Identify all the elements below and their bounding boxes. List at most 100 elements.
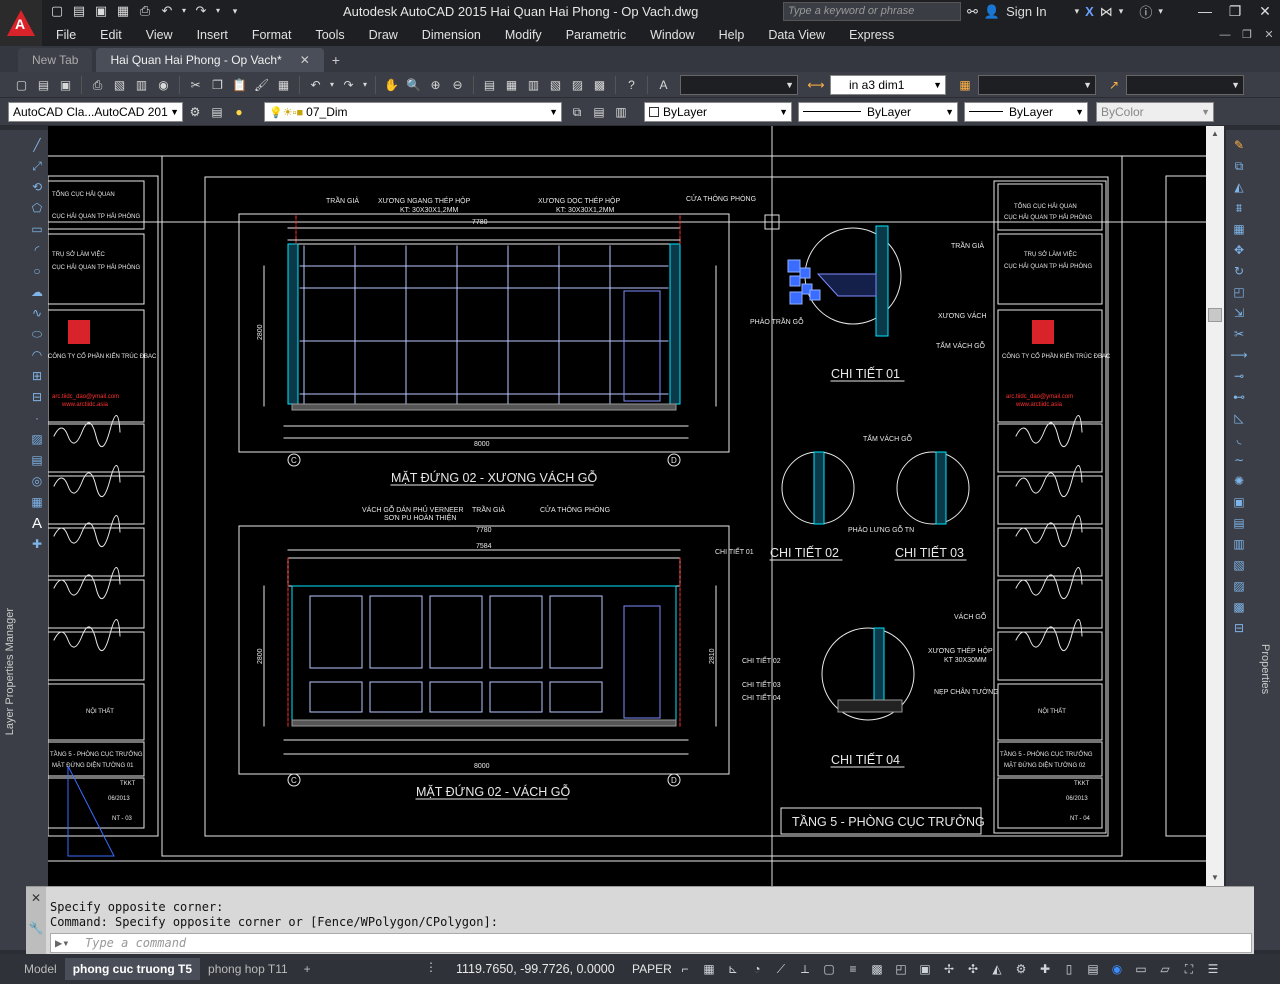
units-icon[interactable]: ▯ xyxy=(1065,962,1073,976)
align-icon[interactable]: ⊟ xyxy=(1233,621,1245,635)
workspace-switch-icon[interactable]: ⚙ xyxy=(1015,962,1027,976)
annotation-visibility-icon[interactable]: ◭ xyxy=(992,962,1002,976)
close-icon[interactable]: ✕ xyxy=(1259,3,1271,19)
ungroup-icon[interactable]: ▨ xyxy=(1233,579,1245,593)
tab-new-tab[interactable]: New Tab xyxy=(18,48,93,72)
zoom-window-icon[interactable]: ⊕ xyxy=(430,78,441,92)
match-properties-icon[interactable]: 🖌 xyxy=(253,78,270,92)
extend-icon[interactable]: ⟶ xyxy=(1230,348,1248,362)
customize-qat-icon[interactable]: ▾ xyxy=(232,6,238,16)
user-icon[interactable]: 👤 xyxy=(983,3,1001,19)
pan-icon[interactable]: ✋ xyxy=(384,78,399,92)
menu-file[interactable]: File xyxy=(56,28,77,42)
sheet-set-icon[interactable]: ▧ xyxy=(549,78,562,92)
circle-icon[interactable]: ○ xyxy=(33,264,41,278)
doc-close-icon[interactable]: ✕ xyxy=(1264,29,1274,41)
hardware-acceleration-icon[interactable]: ▱ xyxy=(1160,962,1170,976)
layer-state-manager-icon[interactable]: ▥ xyxy=(615,105,627,119)
join-icon[interactable]: ⊷ xyxy=(1233,390,1245,404)
multiline-text-icon[interactable]: A xyxy=(31,515,42,532)
scale-icon[interactable]: ◰ xyxy=(1233,285,1245,299)
scroll-thumb[interactable] xyxy=(1208,308,1222,322)
zoom-realtime-icon[interactable]: 🔍 xyxy=(406,78,421,92)
close-icon[interactable]: ✕ xyxy=(30,891,42,905)
make-block-icon[interactable]: ⊟ xyxy=(31,390,43,404)
help-arrow-icon[interactable]: ▾ xyxy=(1158,6,1163,16)
plot-icon[interactable]: ⎙ xyxy=(139,3,151,18)
publish-icon[interactable]: ▥ xyxy=(135,78,148,92)
blend-icon[interactable]: ∼ xyxy=(1233,453,1245,467)
plotstyle-select[interactable]: ByColor▼ xyxy=(1096,102,1214,122)
tab-close-icon[interactable]: ✕ xyxy=(299,53,310,67)
mirror-icon[interactable]: ◭ xyxy=(1234,180,1244,194)
menu-edit[interactable]: Edit xyxy=(100,28,122,42)
text-style-icon[interactable]: A xyxy=(659,78,668,92)
trim-icon[interactable]: ✂ xyxy=(1233,327,1245,341)
clean-screen-icon[interactable]: ⛶ xyxy=(1184,962,1194,976)
selection-cycling-icon[interactable]: ◰ xyxy=(895,962,907,976)
chamfer-icon[interactable]: ◺ xyxy=(1234,411,1244,425)
menu-tools[interactable]: Tools xyxy=(315,28,345,42)
polar-icon[interactable]: ◔ xyxy=(753,962,761,976)
wrench-icon[interactable]: 🔧 xyxy=(28,921,44,935)
binoculars-icon[interactable]: ⚯ xyxy=(967,3,978,19)
3d-osnap-icon[interactable]: ▣ xyxy=(919,962,931,976)
open-folder-icon[interactable]: ▤ xyxy=(72,3,86,18)
construction-line-icon[interactable]: ⤢ xyxy=(32,159,42,173)
ellipse-arc-icon[interactable]: ◠ xyxy=(31,348,43,362)
boundary-icon[interactable]: ▤ xyxy=(1233,516,1245,530)
layer-properties-palette[interactable]: Layer Properties Manager xyxy=(0,130,26,950)
print-preview-icon[interactable]: ▧ xyxy=(113,78,126,92)
draworder-icon[interactable]: ▥ xyxy=(1233,537,1245,551)
layout-tab-phong-hop[interactable]: phong hop T11 xyxy=(208,962,288,976)
region-icon[interactable]: ▣ xyxy=(1233,495,1245,509)
workspace-select[interactable]: AutoCAD Cla...AutoCAD 201▼ xyxy=(8,102,183,122)
table-icon[interactable]: ▦ xyxy=(31,495,43,509)
scroll-down-icon[interactable]: ▼ xyxy=(1211,873,1219,882)
command-line-handle[interactable]: ✕ 🔧 xyxy=(26,887,46,955)
open-icon[interactable]: ▤ xyxy=(37,78,50,92)
osnap-tracking-icon[interactable]: ⟂ xyxy=(800,962,809,976)
block-editor-icon[interactable]: ▦ xyxy=(277,78,290,92)
3d-dwf-icon[interactable]: ◉ xyxy=(158,78,169,92)
polygon-icon[interactable]: ⬠ xyxy=(31,201,43,215)
make-layer-current-icon[interactable]: ⧉ xyxy=(572,105,582,119)
region-icon[interactable]: ◎ xyxy=(31,474,43,488)
ortho-icon[interactable]: ⊾ xyxy=(727,962,739,976)
fillet-icon[interactable]: ◟ xyxy=(1236,432,1242,446)
color-select[interactable]: ByLayer▼ xyxy=(644,102,792,122)
linetype-select[interactable]: ByLayer▼ xyxy=(798,102,958,122)
minimize-icon[interactable]: — xyxy=(1198,3,1212,19)
stretch-icon[interactable]: ⇲ xyxy=(1233,306,1245,320)
new-tab-plus-icon[interactable]: + xyxy=(331,52,340,68)
line-icon[interactable]: ╱ xyxy=(33,138,41,152)
redo-dropdown-icon[interactable]: ▾ xyxy=(215,6,220,15)
explode-icon[interactable]: ✺ xyxy=(1233,474,1245,488)
menu-help[interactable]: Help xyxy=(718,28,745,42)
group-icon[interactable]: ▧ xyxy=(1233,558,1245,572)
menu-window[interactable]: Window xyxy=(650,28,695,42)
text-style-select[interactable]: ▼ xyxy=(680,75,798,95)
lineweight-icon[interactable]: ≡ xyxy=(849,962,857,976)
multileader-style-icon[interactable]: ↗ xyxy=(1108,78,1120,92)
add-layout-icon[interactable]: + xyxy=(303,962,311,976)
insert-block-icon[interactable]: ⊞ xyxy=(31,369,43,383)
search-input[interactable]: Type a keyword or phrase xyxy=(783,2,961,21)
design-center-icon[interactable]: ▦ xyxy=(505,78,518,92)
layer-properties-icon[interactable]: ▤ xyxy=(211,105,223,119)
application-menu-button[interactable] xyxy=(0,0,42,46)
offset-icon[interactable]: ⩩ xyxy=(1235,201,1243,215)
a360-icon[interactable]: ⋈ xyxy=(1099,3,1113,19)
transparency-icon[interactable]: ▩ xyxy=(871,962,883,976)
layer-select[interactable]: 💡☀▫■ 07_Dim▼ xyxy=(264,102,562,122)
revision-cloud-icon[interactable]: ☁ xyxy=(31,285,43,299)
snap-icon[interactable]: ⌐ xyxy=(681,962,689,976)
calculator-icon[interactable]: ▩ xyxy=(593,78,606,92)
isodraft-icon[interactable]: ⟋ xyxy=(776,962,786,976)
redo-icon[interactable]: ↷ xyxy=(343,78,354,92)
doc-restore-icon[interactable]: ❐ xyxy=(1242,29,1252,41)
redo-list-icon[interactable]: ▾ xyxy=(362,80,367,89)
grid-icon[interactable]: ▦ xyxy=(703,962,715,976)
gradient-icon[interactable]: ▤ xyxy=(31,453,43,467)
rotate-icon[interactable]: ↻ xyxy=(1233,264,1245,278)
